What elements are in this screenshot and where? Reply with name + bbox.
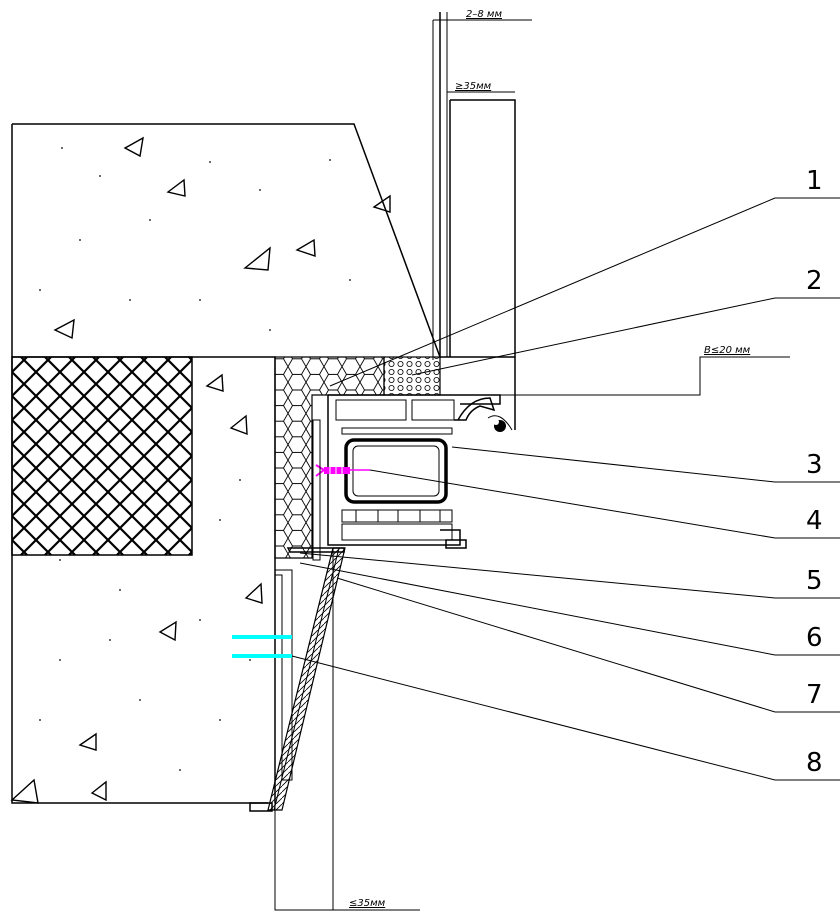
- dimension-min-depth: ≥35мм: [455, 81, 492, 92]
- window-frame-profile: [327, 394, 513, 549]
- anchor-screw: [315, 464, 370, 477]
- insulation-block: [11, 356, 193, 556]
- callout-1: 1: [806, 166, 823, 196]
- callout-4: 4: [806, 506, 823, 536]
- dimension-max-width: В≤20 мм: [704, 345, 751, 356]
- callout-6: 6: [806, 623, 823, 653]
- callout-labels: 1 2 3 4 5 6 7 8: [806, 166, 823, 778]
- callout-7: 7: [806, 680, 823, 710]
- foam-insulation: [274, 356, 385, 559]
- leader-lines: [291, 197, 840, 781]
- aggregate-dots: [39, 147, 351, 771]
- aggregate-symbols: [10, 136, 391, 804]
- fasteners: [232, 635, 292, 658]
- dimension-gap: 2–8 мм: [466, 9, 502, 20]
- window-sill-board: [249, 547, 346, 812]
- callout-3: 3: [806, 450, 823, 480]
- callout-8: 8: [806, 748, 823, 778]
- sash-profile: [439, 12, 516, 430]
- sealing-tape: [383, 356, 441, 396]
- dimension-lines: [274, 19, 790, 911]
- callout-5: 5: [806, 566, 823, 596]
- callout-2: 2: [806, 266, 823, 296]
- dimension-max-overhang: ≤35мм: [349, 898, 386, 909]
